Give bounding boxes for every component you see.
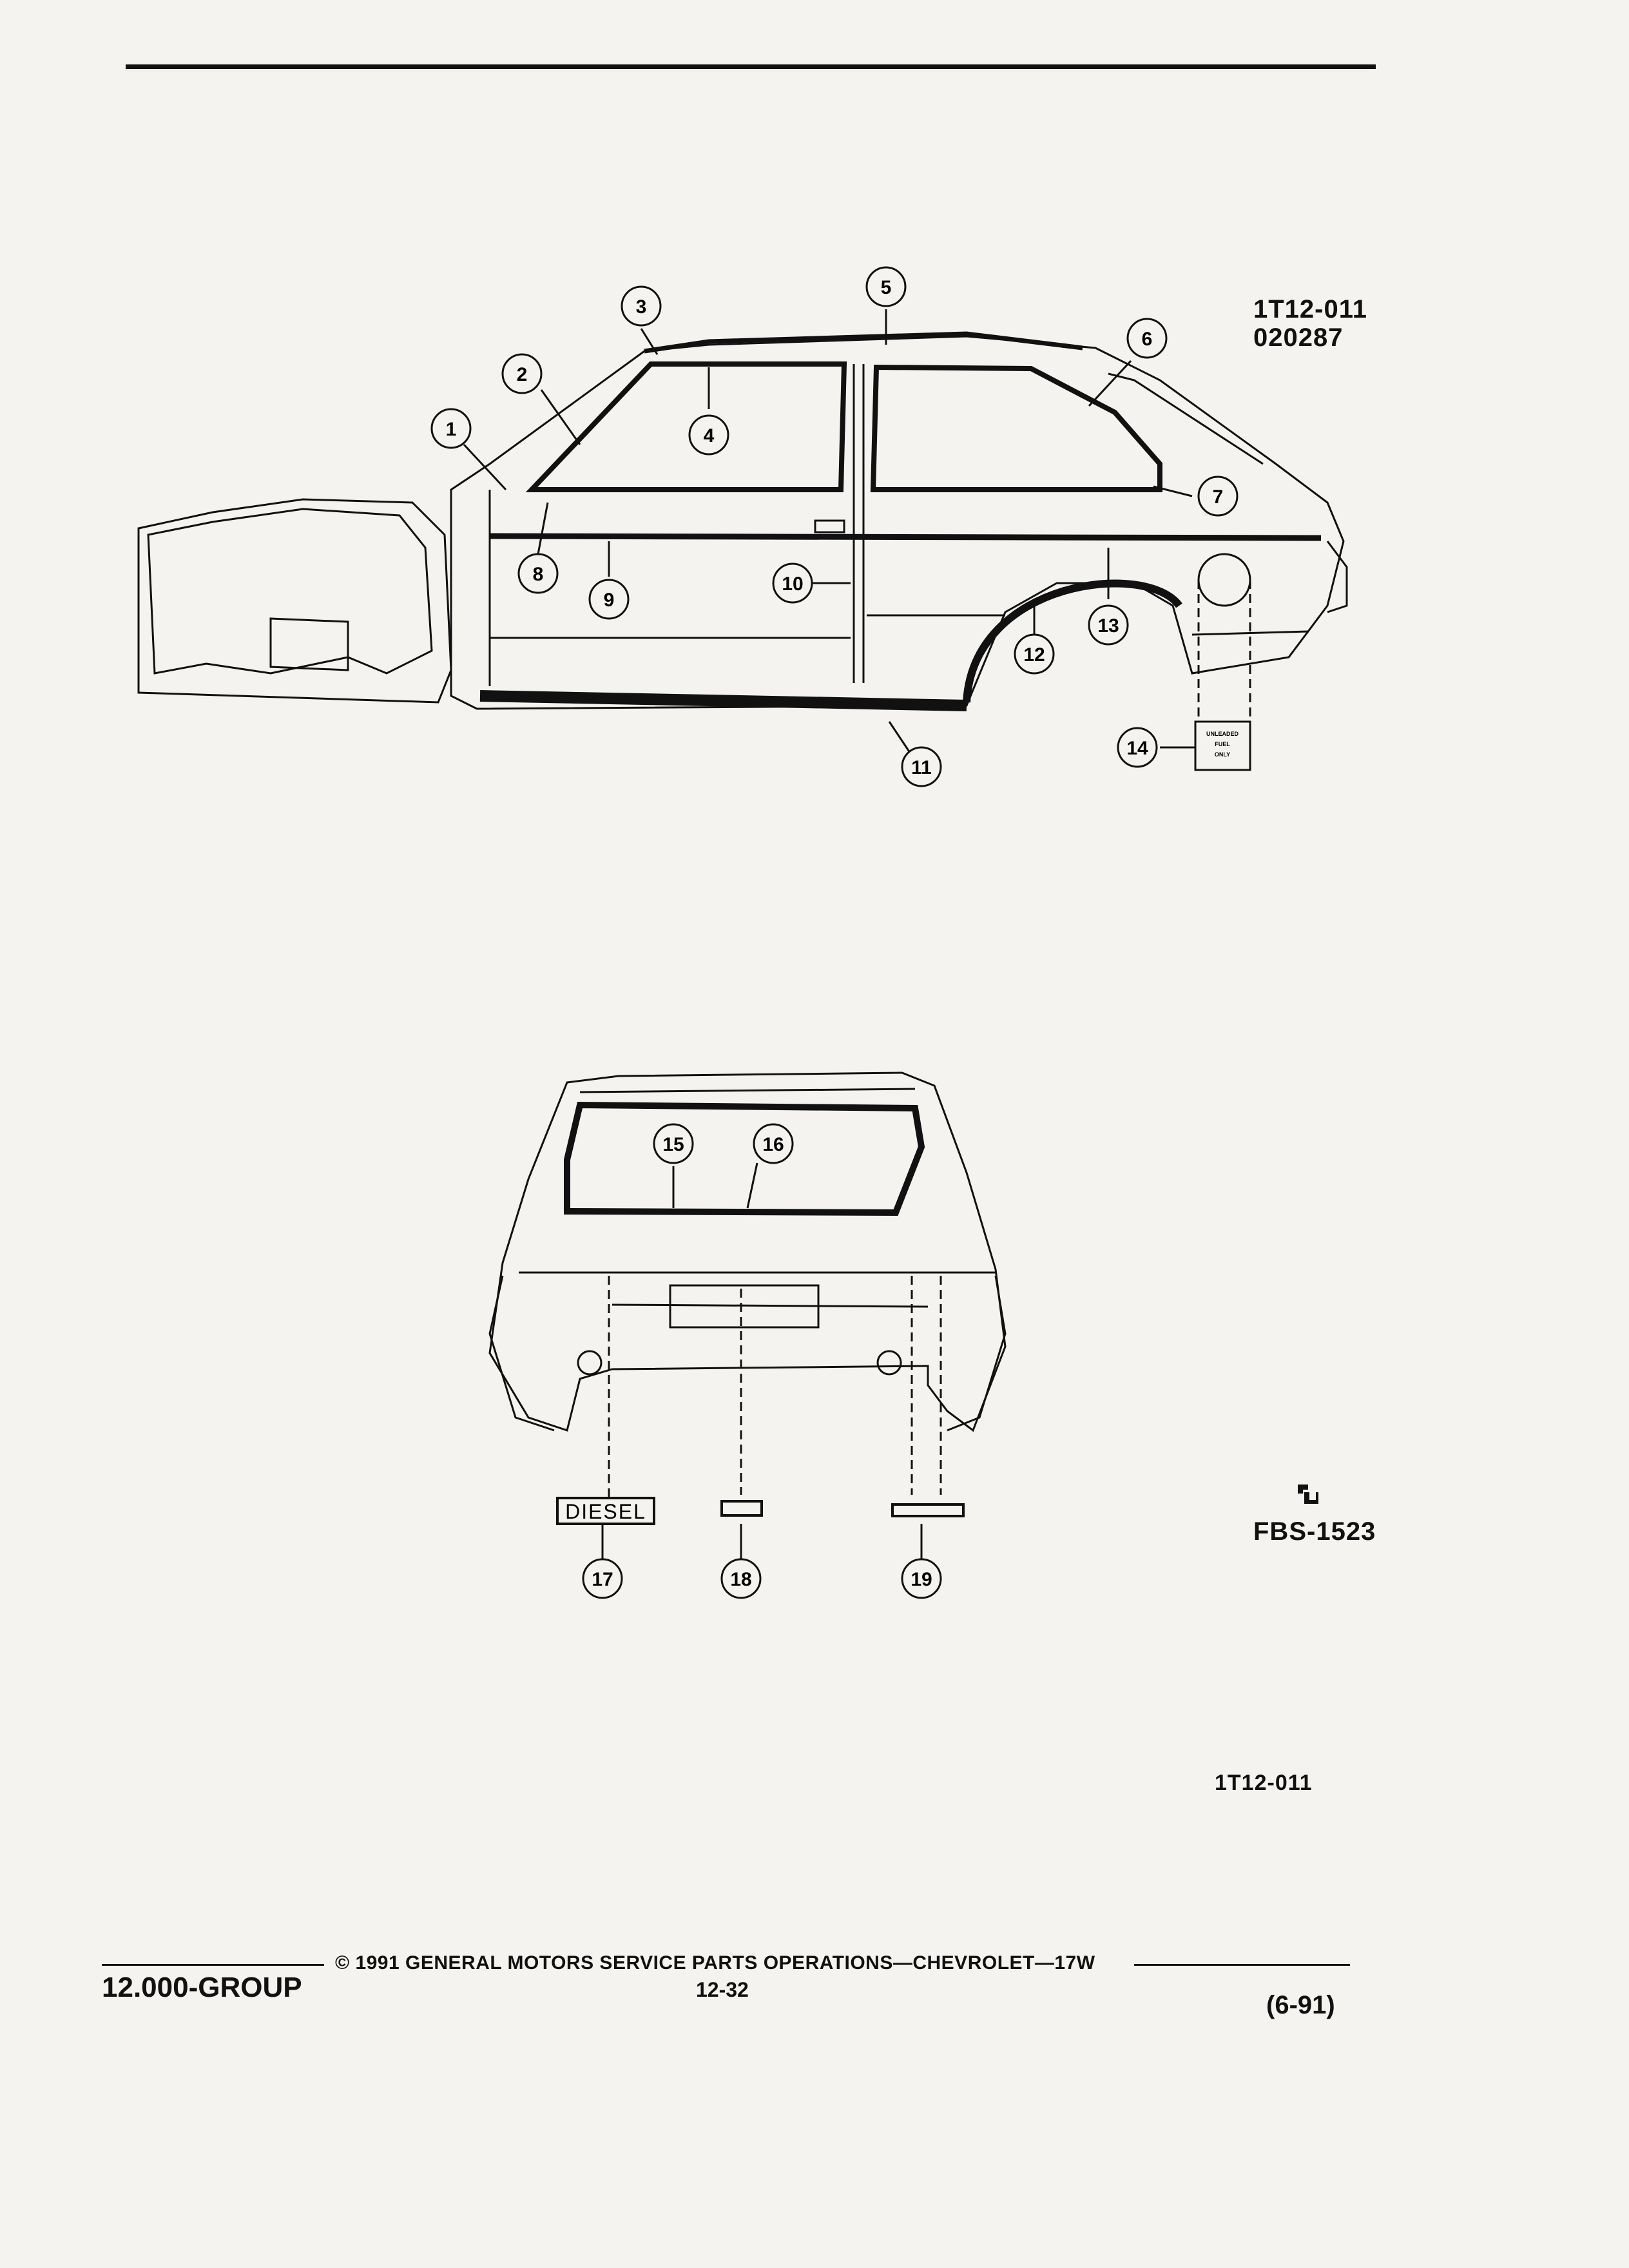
illustration-code: 1T12-011 [1253,295,1368,323]
callout-5: 5 [881,277,892,298]
callout-16: 16 [762,1134,784,1155]
callout-17: 17 [592,1569,613,1590]
footer-rule-right [1134,1964,1350,1966]
callout-14: 14 [1126,738,1148,759]
logo-code: FBS-1523 [1253,1517,1376,1546]
gm-logo-icon [1294,1481,1320,1506]
callout-4: 4 [704,425,715,447]
callout-7: 7 [1213,486,1224,508]
callout-18: 18 [730,1569,751,1590]
footer-revision: (6-91) [1266,1991,1335,2019]
rear-view-illustration: DIESEL 15 16 17 18 19 [488,1072,1007,1599]
callout-15: 15 [662,1134,684,1155]
callout-13: 13 [1097,615,1119,637]
callout-6: 6 [1142,329,1153,350]
callout-9: 9 [604,590,615,611]
side-view-illustration: UNLEADED FUEL ONLY 1 2 3 4 5 6 7 8 9 10 … [137,266,1348,787]
footer-copyright: © 1991 GENERAL MOTORS SERVICE PARTS OPER… [335,1952,1095,1974]
callout-12: 12 [1023,644,1045,666]
callout-1: 1 [446,419,457,440]
footer-page-number: 12-32 [696,1978,749,2001]
fuel-label-line-1: UNLEADED [1206,731,1239,737]
bottom-illustration-code: 1T12-011 [1215,1771,1313,1795]
fuel-label-line-2: FUEL [1215,741,1230,747]
callout-19: 19 [911,1569,932,1590]
illustration-date: 020287 [1253,323,1344,352]
illustration-code-block: 1T12-011 020287 [1253,295,1367,352]
callout-11: 11 [911,757,932,778]
callout-3: 3 [636,296,647,318]
callout-8: 8 [533,564,544,585]
footer-rule-left [102,1964,324,1966]
callout-2: 2 [517,364,528,385]
fuel-label-line-3: ONLY [1215,751,1230,758]
diesel-emblem: DIESEL [565,1500,646,1523]
footer-group: 12.000-GROUP [102,1972,302,2003]
callout-10: 10 [782,573,803,595]
top-rule [126,64,1376,69]
